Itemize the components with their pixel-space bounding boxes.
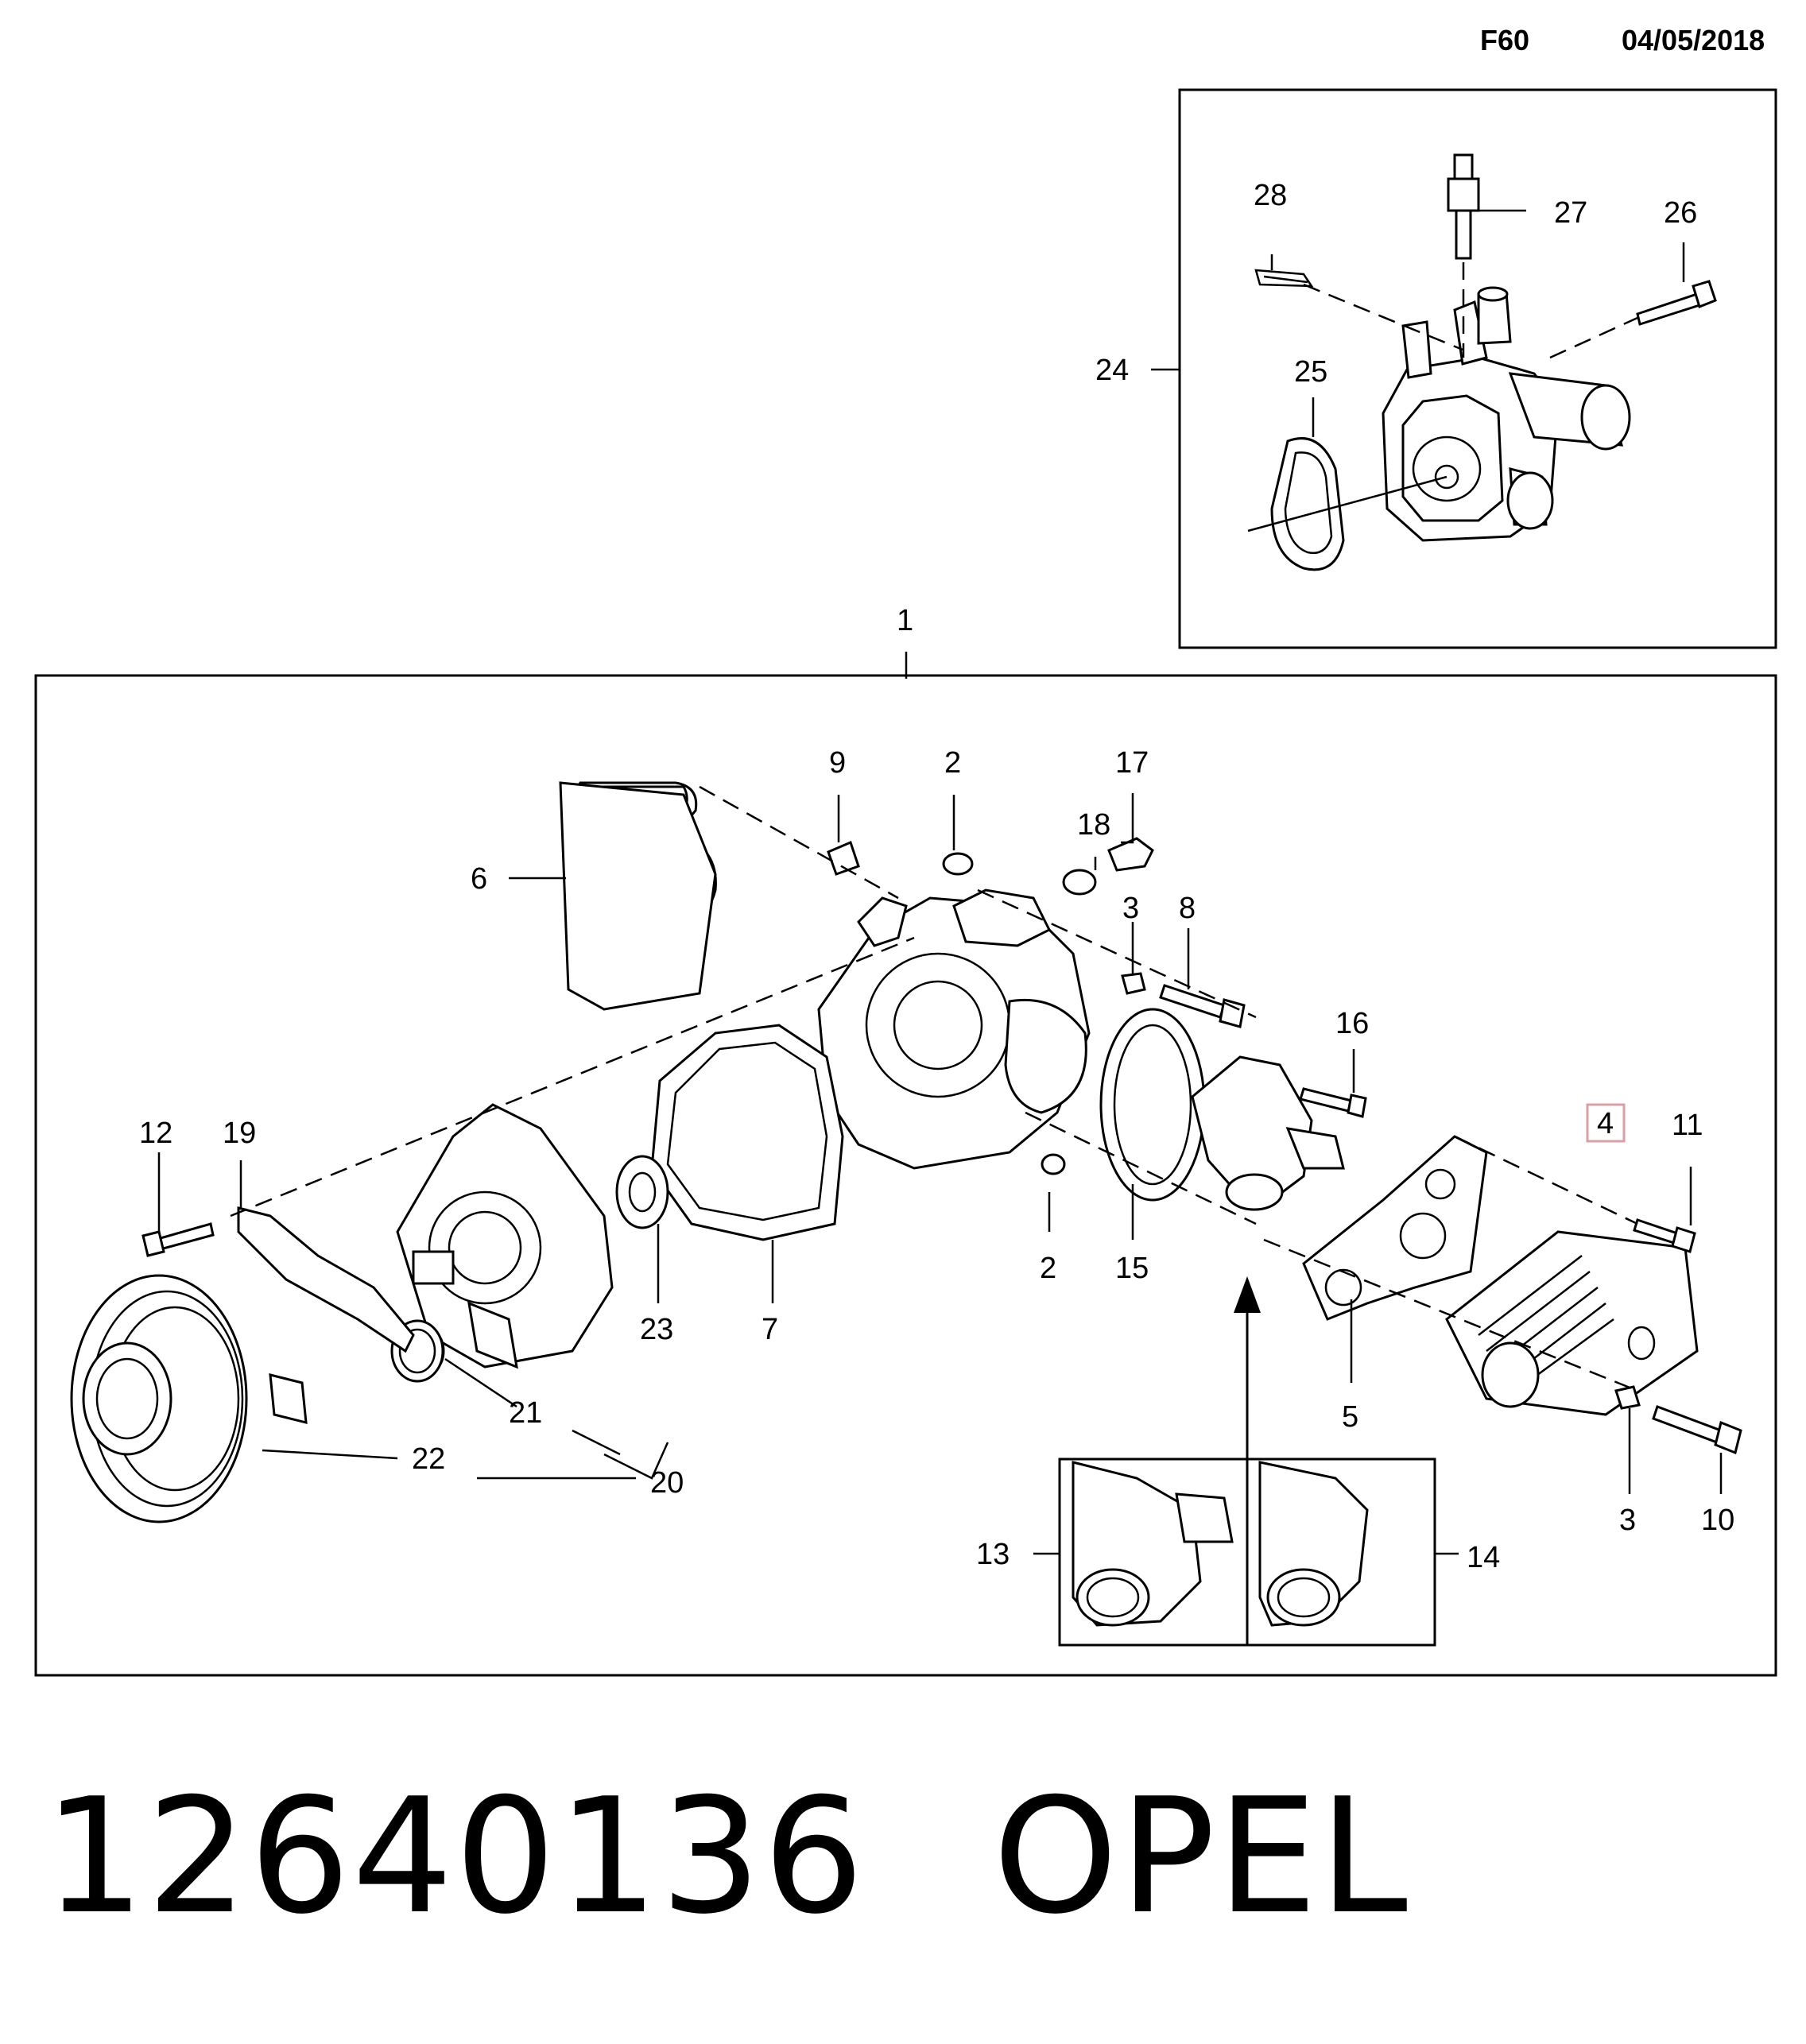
callout-18: 18	[1077, 808, 1110, 842]
variant-thermostat-13	[1072, 1461, 1234, 1627]
variant-thermostat-14	[1258, 1461, 1369, 1627]
main-assembly-drawing	[70, 781, 1742, 1523]
callout-23: 23	[640, 1313, 673, 1346]
callout-3-bottom: 3	[1619, 1504, 1636, 1537]
callout-2-bottom: 2	[1040, 1252, 1056, 1285]
callout-8: 8	[1179, 892, 1196, 925]
callout-25: 25	[1294, 355, 1327, 389]
callout-19: 19	[223, 1117, 256, 1150]
callout-14: 14	[1467, 1541, 1500, 1574]
callout-20: 20	[650, 1466, 684, 1500]
callout-13: 13	[976, 1538, 1010, 1571]
callout-27: 27	[1554, 196, 1587, 230]
diagram-code: F60	[1480, 24, 1530, 56]
callout-24: 24	[1095, 354, 1129, 387]
callout-1: 1	[897, 604, 913, 637]
callout-4: 4	[1597, 1107, 1614, 1140]
assembly-leaders	[157, 652, 1723, 1555]
callout-22: 22	[412, 1442, 445, 1476]
inset-leaders	[1151, 209, 1685, 532]
callout-17: 17	[1115, 746, 1149, 780]
part-number: 12640136	[44, 1764, 866, 1949]
callout-7: 7	[762, 1313, 778, 1346]
parts-diagram: 1 2 2 3 3 4 5 6 7 8 9 10 11 12 13 14 15 …	[34, 88, 1777, 1677]
highlight-box-part-4	[1586, 1103, 1626, 1143]
callout-labels: 1 2 2 3 3 4 5 6 7 8 9 10 11 12 13 14 15 …	[139, 179, 1734, 1574]
callout-15: 15	[1115, 1252, 1149, 1285]
brand-name: OPEL	[992, 1764, 1409, 1949]
callout-9: 9	[829, 746, 846, 780]
main-frame-assembly	[34, 674, 1777, 1677]
callout-16: 16	[1335, 1007, 1369, 1040]
callout-21: 21	[509, 1396, 542, 1430]
callout-5: 5	[1342, 1400, 1358, 1434]
callout-3-top: 3	[1122, 892, 1139, 925]
diagram-date: 04/05/2018	[1622, 24, 1765, 56]
part-number-footer: 12640136 OPEL	[44, 1764, 1409, 1949]
callout-2-top: 2	[944, 746, 961, 780]
callout-12: 12	[139, 1117, 172, 1150]
callout-11: 11	[1672, 1109, 1703, 1142]
thermostat-housing-drawing	[1254, 153, 1717, 571]
callout-10: 10	[1701, 1504, 1734, 1537]
callout-26: 26	[1664, 196, 1697, 230]
callout-28: 28	[1254, 179, 1287, 212]
callout-6: 6	[471, 862, 487, 896]
